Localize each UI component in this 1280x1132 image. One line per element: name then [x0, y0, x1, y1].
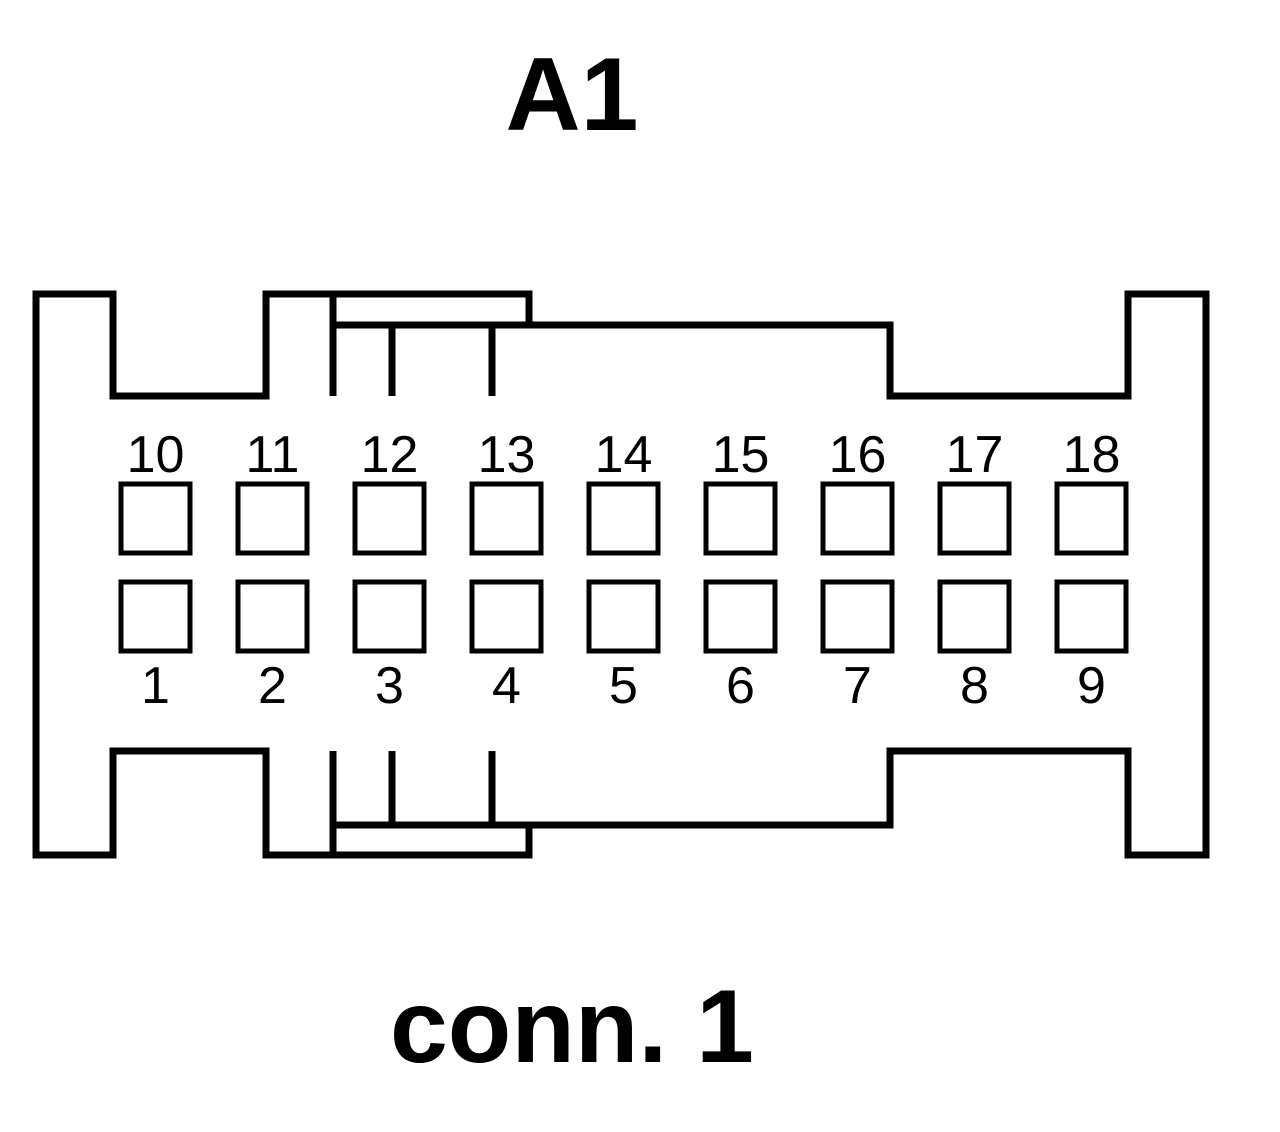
connector-id-title: A1 [506, 37, 639, 153]
pin-cavity-10 [118, 481, 193, 556]
pin-label-4: 4 [492, 657, 521, 715]
pin-cavity-17 [937, 481, 1012, 556]
pin-label-10: 10 [127, 426, 185, 484]
pin-cavity-16 [820, 481, 895, 556]
pin-cavity-13 [469, 481, 544, 556]
pin-label-2: 2 [258, 657, 287, 715]
pin-label-1: 1 [141, 657, 170, 715]
pin-cavity-15 [703, 481, 778, 556]
connector-housing [32, 290, 1210, 859]
pin-cavity-18 [1054, 481, 1129, 556]
pin-label-3: 3 [375, 657, 404, 715]
pin-cavity-3 [352, 579, 427, 654]
pin-cavity-1 [118, 579, 193, 654]
pin-label-18: 18 [1063, 426, 1121, 484]
pin-label-6: 6 [726, 657, 755, 715]
pin-label-9: 9 [1077, 657, 1106, 715]
pin-cavity-8 [937, 579, 1012, 654]
pin-cavity-6 [703, 579, 778, 654]
connector-caption: conn. 1 [390, 969, 754, 1085]
pin-cavity-5 [586, 579, 661, 654]
pin-cavity-11 [235, 481, 310, 556]
pin-label-15: 15 [712, 426, 770, 484]
pin-cavity-12 [352, 481, 427, 556]
pin-label-14: 14 [595, 426, 653, 484]
pin-cavity-9 [1054, 579, 1129, 654]
housing-outline [32, 290, 1210, 859]
pin-cavity-2 [235, 579, 310, 654]
pin-label-8: 8 [960, 657, 989, 715]
pin-cavity-7 [820, 579, 895, 654]
pin-label-16: 16 [829, 426, 887, 484]
pin-label-5: 5 [609, 657, 638, 715]
pin-label-7: 7 [843, 657, 872, 715]
bottom-pin-row: 1 2 3 4 5 6 7 8 9 [118, 579, 1129, 715]
pin-label-13: 13 [478, 426, 536, 484]
pin-cavity-14 [586, 481, 661, 556]
pin-label-12: 12 [361, 426, 419, 484]
top-pin-row: 10 11 12 13 14 15 16 17 18 [118, 426, 1129, 556]
pin-label-17: 17 [946, 426, 1004, 484]
pin-label-11: 11 [246, 426, 300, 484]
pin-cavity-4 [469, 579, 544, 654]
